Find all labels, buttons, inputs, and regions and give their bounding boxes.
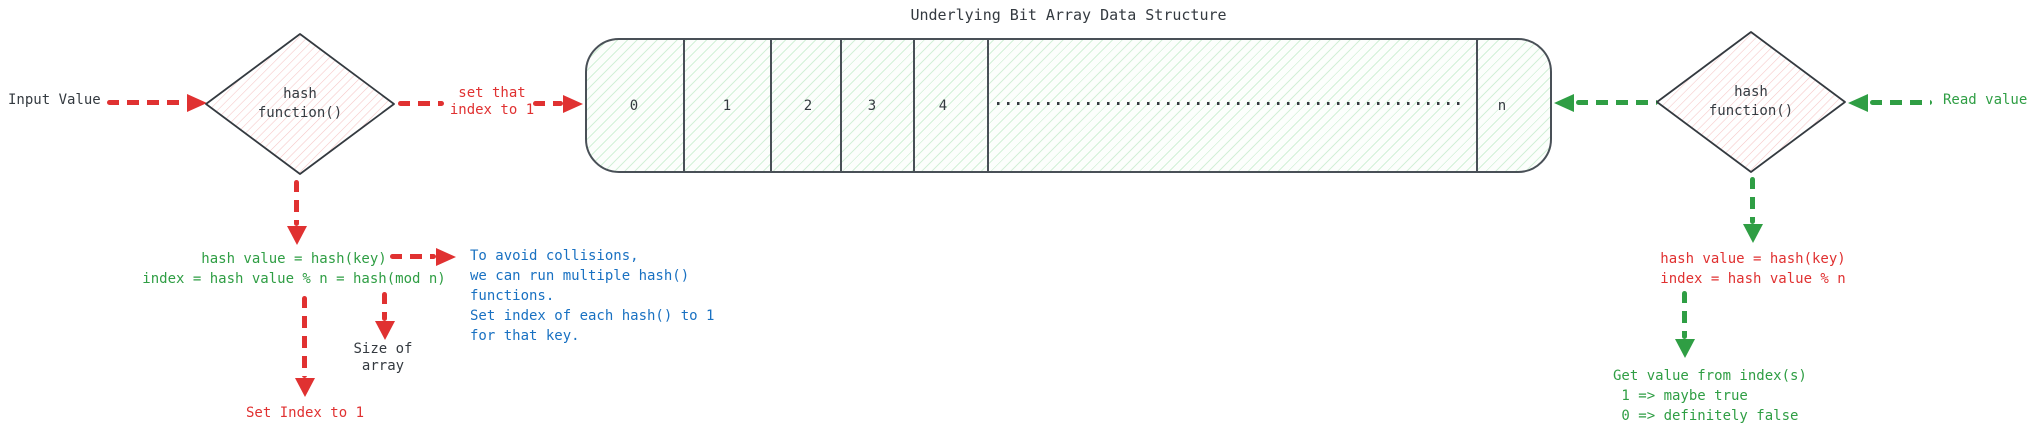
ellipsis-dots <box>997 102 1463 105</box>
hash-function-label: hash function() <box>257 86 343 121</box>
arrowhead-right-icon <box>436 248 456 266</box>
hash-function-diamond-write: hash function() <box>203 31 397 177</box>
read-value-label: Read value <box>1943 92 2028 108</box>
arrow-hash-to-array-seg1 <box>398 101 444 106</box>
read-hash-calc-text: hash value = hash(key) index = hash valu… <box>1660 251 1846 287</box>
read-result-text: Get value from index(s) 1 => maybe true … <box>1613 368 1807 424</box>
arrowhead-left-icon <box>1554 94 1574 112</box>
arrow-to-set-index <box>302 296 307 378</box>
bit-cell-n: n <box>1497 97 1507 114</box>
arrowhead-down-icon <box>295 378 315 397</box>
arrowhead-left-icon <box>1848 94 1868 112</box>
bit-array: 0 1 2 3 4 n <box>585 38 1552 173</box>
arrowhead-down-icon <box>1743 224 1763 243</box>
collision-note-text: To avoid collisions, we can run multiple… <box>470 248 715 344</box>
arrow-read-to-hash <box>1870 100 1932 105</box>
bit-array-title: Underlying Bit Array Data Structure <box>910 6 1227 24</box>
hash-function-label: hash function() <box>1708 84 1794 119</box>
arrow-to-result <box>1682 291 1687 339</box>
bit-cell-divider <box>770 40 772 171</box>
arrow-to-collision-note <box>390 254 436 259</box>
arrowhead-right-icon <box>187 94 207 112</box>
bit-cell-divider <box>840 40 842 171</box>
set-index-to-1-label: Set Index to 1 <box>246 405 365 421</box>
write-hash-calc-text: hash value = hash(key) index = hash valu… <box>142 251 446 287</box>
bit-cell-divider <box>1476 40 1478 171</box>
arrow-hash-down <box>294 180 299 226</box>
diamond-shape <box>1656 31 1846 173</box>
arrowhead-down-icon <box>1675 339 1695 358</box>
bit-cell-2: 2 <box>803 97 813 114</box>
bit-cell-3: 3 <box>867 97 877 114</box>
bit-cell-divider <box>987 40 989 171</box>
set-that-index-label: set that index to 1 <box>449 85 535 118</box>
hash-function-diamond-read: hash function() <box>1654 29 1848 175</box>
arrowhead-down-icon <box>287 226 307 245</box>
bit-cell-0: 0 <box>629 97 639 114</box>
input-value-label: Input Value <box>8 92 101 108</box>
arrow-hash-to-array-read <box>1576 100 1658 105</box>
arrow-read-hash-down <box>1750 177 1755 224</box>
bit-cell-4: 4 <box>938 97 948 114</box>
arrowhead-right-icon <box>563 95 583 113</box>
bit-cell-divider <box>913 40 915 171</box>
diamond-shape <box>205 33 395 175</box>
size-of-array-label: Size of array <box>353 341 413 374</box>
bit-cell-divider <box>683 40 685 171</box>
bit-cell-1: 1 <box>722 97 732 114</box>
arrow-input-to-hash <box>107 100 185 105</box>
arrow-to-size-of-array <box>382 292 387 321</box>
arrow-hash-to-array-seg2 <box>533 101 563 106</box>
arrowhead-down-icon <box>375 321 395 340</box>
